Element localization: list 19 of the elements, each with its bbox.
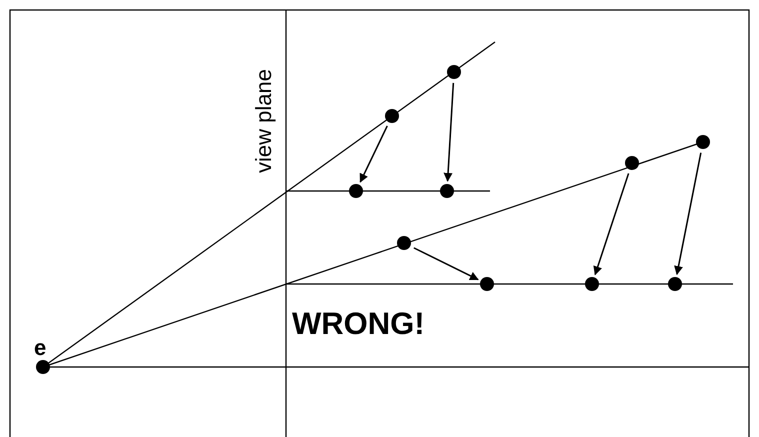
point-label: e: [34, 335, 46, 361]
point-dot: [696, 135, 710, 149]
point-dot: [480, 277, 494, 291]
point-dot: [385, 109, 399, 123]
point-dot: [440, 184, 454, 198]
axis-title: view plane: [251, 68, 277, 175]
arrow: [593, 173, 630, 276]
point-dot: [625, 156, 639, 170]
arrow: [674, 152, 702, 276]
point-dot: [349, 184, 363, 198]
point-dot: [36, 360, 50, 374]
arrow: [444, 82, 454, 182]
point-dot: [585, 277, 599, 291]
point-dot: [668, 277, 682, 291]
point-dot: [447, 65, 461, 79]
arrow: [414, 247, 479, 280]
point-dot: [397, 236, 411, 250]
arrow: [360, 126, 388, 183]
warning-text: WRONG!: [292, 306, 425, 342]
